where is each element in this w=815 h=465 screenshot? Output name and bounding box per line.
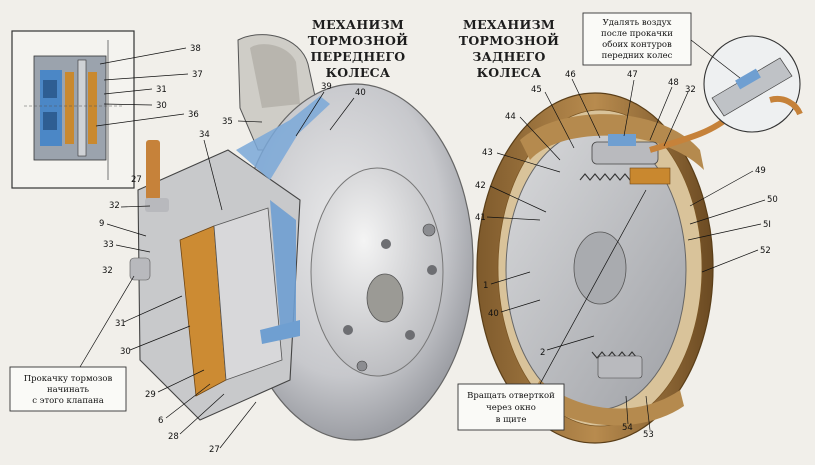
rear-title-line-3: ЗАДНЕГО	[472, 49, 545, 64]
bleeder-valve	[129, 257, 151, 281]
caliper-section-inset	[11, 30, 135, 189]
callout-2: 2	[540, 348, 545, 358]
callout-32-front-low: 32	[102, 266, 113, 276]
callout-33: 33	[103, 240, 114, 250]
note-start-bleed: Прокачку тормозов начинать с этого клапа…	[9, 275, 135, 412]
callout-32-front-top: 32	[109, 201, 120, 211]
callout-40-rear: 40	[488, 309, 499, 319]
note-bleed-air-line-2: после прокачки	[601, 29, 673, 39]
callout-29: 29	[145, 390, 156, 400]
callout-48: 48	[668, 78, 679, 88]
wheel-hub	[310, 167, 444, 377]
rear-title-line-4: КОЛЕСА	[477, 65, 542, 80]
note-bleed-air-line-1: Удалять воздух	[603, 18, 672, 28]
note-bleed-air-line-3: обоих контуров	[602, 39, 672, 50]
note-bleed-air-line-4: передних колес	[602, 51, 673, 61]
callout-27-inset: 27	[131, 175, 142, 185]
callout-34: 34	[199, 130, 210, 140]
callout-52: 52	[760, 246, 771, 256]
callout-54: 54	[622, 423, 633, 433]
note-rotate-line-2: через окно	[486, 403, 536, 413]
callout-30-front: 30	[120, 347, 131, 357]
callout-51: 5I	[763, 220, 771, 230]
callout-9: 9	[99, 219, 104, 229]
callout-39: 39	[321, 82, 332, 92]
callout-40-front: 40	[355, 88, 366, 98]
rear-brake-assembly	[476, 35, 803, 444]
callout-44: 44	[505, 112, 516, 122]
callout-46: 46	[565, 70, 576, 80]
note-rotate-line-3: в щите	[496, 415, 527, 425]
note-start-bleed-line-3: с этого клапана	[32, 396, 104, 406]
front-title: МЕХАНИЗМ ТОРМОЗНОЙ ПЕРЕДНЕГО КОЛЕСА	[308, 17, 409, 80]
callout-35: 35	[222, 117, 233, 127]
lower-spring	[591, 351, 638, 359]
callout-53: 53	[643, 430, 654, 440]
note-rotate-line-1: Вращать отверткой	[467, 391, 555, 401]
callout-45: 45	[531, 85, 542, 95]
callout-41: 41	[475, 213, 486, 223]
front-title-line-3: ПЕРЕДНЕГО	[311, 49, 406, 64]
callout-37: 37	[192, 70, 203, 80]
note-rotate: Вращать отверткой через окно в щите	[457, 189, 647, 431]
rear-title: МЕХАНИЗМ ТОРМОЗНОЙ ЗАДНЕГО КОЛЕСА	[459, 17, 560, 80]
callout-49: 49	[755, 166, 766, 176]
front-title-line-4: КОЛЕСА	[326, 65, 391, 80]
rear-title-line-2: ТОРМОЗНОЙ	[459, 32, 560, 48]
note-start-bleed-line-2: начинать	[47, 385, 89, 395]
callout-32-rear: 32	[685, 85, 696, 95]
front-brake-assembly	[129, 34, 474, 441]
callout-31-inset: 31	[156, 85, 167, 95]
callout-36: 36	[188, 110, 199, 120]
front-title-line-2: ТОРМОЗНОЙ	[308, 32, 409, 48]
callout-27-front: 27	[209, 445, 220, 455]
callout-31-front: 31	[115, 319, 126, 329]
callout-42: 42	[475, 181, 486, 191]
callouts: 38 37 31 30 36 27 39 40 35 34 32 9 33 32…	[95, 44, 778, 455]
callout-6: 6	[158, 416, 163, 426]
note-bleed-air: Удалять воздух после прокачки обоих конт…	[582, 12, 741, 79]
callout-47: 47	[627, 70, 638, 80]
rear-title-line-1: МЕХАНИЗМ	[463, 17, 555, 32]
note-start-bleed-line-1: Прокачку тормозов	[24, 374, 113, 384]
callout-1: 1	[483, 281, 488, 291]
callout-30-inset: 30	[156, 101, 167, 111]
callout-28: 28	[168, 432, 179, 442]
adjuster	[597, 355, 643, 379]
callout-43: 43	[482, 148, 493, 158]
front-title-line-1: МЕХАНИЗМ	[312, 17, 404, 32]
callout-38: 38	[190, 44, 201, 54]
callout-50: 50	[767, 195, 778, 205]
